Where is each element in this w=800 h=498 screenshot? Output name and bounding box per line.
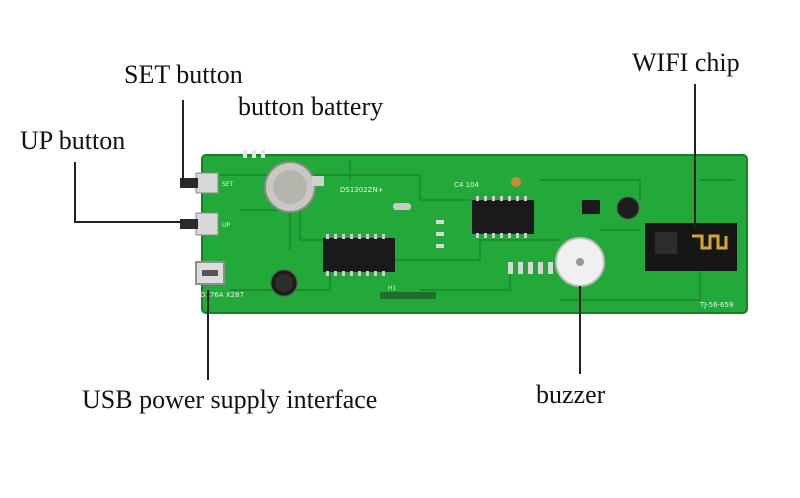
silk-usb-code: D176A X287 [200,291,244,299]
label-buzzer: buzzer [536,380,606,409]
small-chip [582,200,600,214]
battery-holder-tab [312,176,324,186]
led-orange [511,177,521,187]
silk-header: H1 [388,285,397,292]
silk-set-key: SET [222,181,234,188]
label-usb-power: USB power supply interface [82,385,378,414]
buzzer-hole [576,258,584,266]
silk-capacitor: C4 104 [454,181,479,189]
label-button-battery: button battery [238,92,384,121]
label-set-button: SET button [124,60,243,89]
usb-port-slot [202,270,218,276]
wifi-antenna [692,234,728,250]
wifi-module-chip [655,232,677,254]
coin-battery-center [273,170,307,204]
ic-chip-left [323,238,395,272]
up-button-cap [180,219,198,229]
up-button-body [195,212,219,236]
pcb-traces [220,160,735,301]
ic-chip-middle [472,200,534,234]
silk-board-id: TJ-56-659 [699,301,733,309]
top-pin-header [243,150,265,158]
capacitor-right [616,196,640,220]
crystal [393,203,411,210]
ic-middle-pins [476,196,527,238]
label-wifi-chip: WIFI chip [632,48,740,77]
set-button-body [195,172,219,194]
capacitor-left-top [275,274,293,292]
set-button-cap [180,178,198,188]
label-up-button: UP button [20,126,126,155]
leader-lines [74,84,696,380]
bottom-header [380,292,436,299]
silk-battery-ic: DS1302ZN+ [340,186,384,194]
resistor-row [436,220,553,274]
silk-up-key: UP [222,222,230,229]
ic-left-pins [326,234,385,276]
leader-up-button [74,162,182,223]
